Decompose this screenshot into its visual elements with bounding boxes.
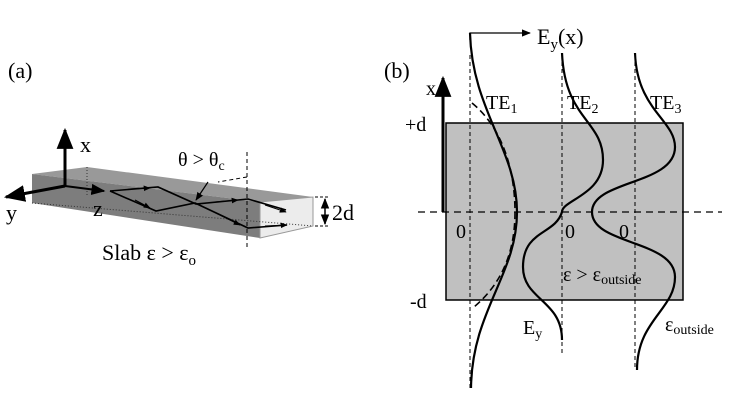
- te3-label: TE3: [650, 92, 681, 117]
- angle-line: [217, 176, 248, 183]
- angle-pointer: [195, 181, 209, 201]
- panel-a: (a) x y z θ > θc 2d Slab ε > εo: [3, 58, 354, 269]
- ray-path-2: [109, 190, 288, 229]
- ray-arrow: [219, 214, 241, 226]
- field-axis-arrow: [469, 29, 531, 40]
- axis-y-label: y: [6, 200, 17, 225]
- hidden-edge: [31, 202, 314, 227]
- y-axis-arrow: [3, 184, 66, 202]
- angle-label: θ > θc: [178, 149, 225, 174]
- te2-mode-curve: [521, 52, 605, 341]
- inside-permittivity-label: ε > εoutside: [563, 264, 642, 288]
- slab-label: Slab ε > εo: [102, 240, 196, 269]
- ey-label: Ey: [523, 317, 542, 342]
- ray-arrow: [264, 204, 287, 213]
- ray-arrow: [264, 222, 288, 229]
- slab-top-face: [32, 167, 313, 202]
- te1-mode-curve: [468, 32, 519, 389]
- axis-x-label: x: [80, 132, 91, 157]
- outside-permittivity-label: εoutside: [665, 314, 714, 338]
- axis-x-label: x: [426, 78, 436, 100]
- panel-a-label: (a): [8, 58, 32, 83]
- te1-ray-approx-curve: [471, 102, 516, 308]
- zero-label-te1: 0: [456, 221, 466, 243]
- te2-label: TE2: [567, 92, 598, 117]
- zero-label-te2: 0: [565, 221, 575, 243]
- z-axis-arrow: [64, 183, 106, 195]
- te1-label: TE1: [486, 92, 517, 117]
- panel-b: (b) x +d -d Ey(x) TE1 TE2 TE3 0 0 0 ε > …: [384, 24, 722, 389]
- panel-b-label: (b): [384, 58, 410, 83]
- ray-arrow: [214, 197, 239, 204]
- te3-mode-curve: [590, 52, 677, 371]
- minus-d-label: -d: [410, 291, 427, 313]
- plus-d-label: +d: [405, 114, 426, 136]
- thickness-label: 2d: [332, 200, 354, 225]
- zero-label-te3: 0: [619, 221, 629, 243]
- ray-arrow: [129, 185, 151, 192]
- field-axis-label: Ey(x): [537, 24, 584, 53]
- slab-end-face: [259, 196, 314, 239]
- axis-z-label: z: [93, 196, 103, 221]
- ray-arrow: [134, 199, 151, 209]
